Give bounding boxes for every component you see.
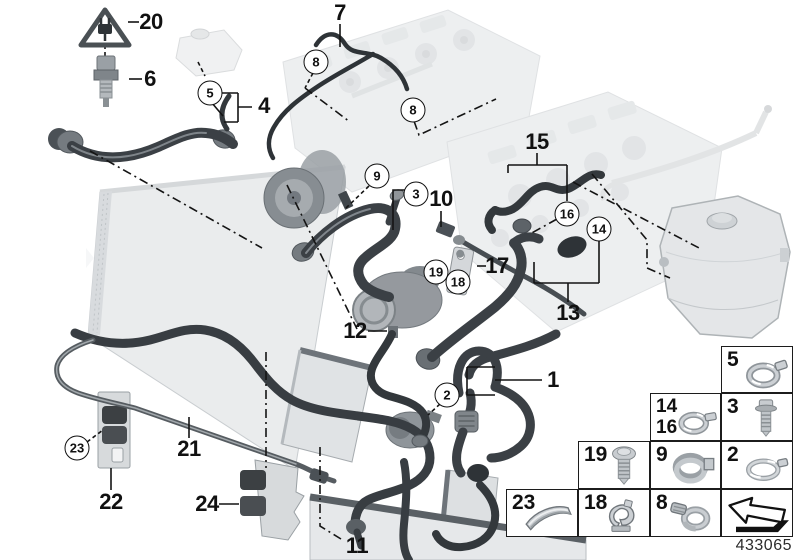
leader-lines <box>86 21 702 540</box>
legend-cell-19: 19 <box>578 441 650 489</box>
temperature-sensor <box>93 55 119 107</box>
legend-label-9[interactable]: 9 <box>656 443 668 466</box>
callout-21[interactable]: 21 <box>177 436 201 461</box>
circled-callout-14[interactable]: 14 <box>586 216 612 242</box>
drawing-number: 433065 <box>735 537 792 554</box>
view-arrow-icon <box>728 496 789 533</box>
screw-icon <box>612 446 636 485</box>
bracket-22 <box>97 391 131 469</box>
bolt-icon <box>755 399 777 437</box>
spring-clamp-icon <box>678 411 717 435</box>
legend-label-19[interactable]: 19 <box>584 443 608 466</box>
legend-cell-arrow[interactable] <box>721 489 793 537</box>
circled-callout-9[interactable]: 9 <box>364 163 390 189</box>
legend-cell-18: 18 <box>578 489 650 537</box>
legend-label-2[interactable]: 2 <box>727 443 739 466</box>
warning-and-sensor <box>78 7 132 107</box>
callout-22[interactable]: 22 <box>99 489 123 514</box>
legend-cell-8: 8 <box>650 489 721 537</box>
pipe-clip-icon <box>608 499 635 532</box>
callout-1[interactable]: 1 <box>547 367 559 392</box>
circled-callout-8a[interactable]: 8 <box>303 49 329 75</box>
circled-callout-5[interactable]: 5 <box>197 80 223 106</box>
worm-clamp-icon <box>670 502 711 532</box>
legend-cell-23: 23 <box>506 489 578 537</box>
callout-12[interactable]: 12 <box>343 318 367 343</box>
engine-background <box>175 9 772 333</box>
callout-7[interactable]: 7 <box>334 0 346 25</box>
legend-label-14[interactable]: 14 <box>656 396 678 417</box>
circled-callout-3[interactable]: 3 <box>403 181 429 207</box>
callout-6[interactable]: 6 <box>144 66 156 91</box>
circled-callout-2[interactable]: 2 <box>434 382 460 408</box>
circled-callout-23[interactable]: 23 <box>64 435 90 461</box>
callout-4[interactable]: 4 <box>258 93 270 118</box>
circled-callout-18[interactable]: 18 <box>445 269 471 295</box>
legend-label-5[interactable]: 5 <box>727 348 739 371</box>
components <box>97 150 475 541</box>
bracket-24 <box>240 459 305 541</box>
callout-13[interactable]: 13 <box>556 300 580 325</box>
callout-17[interactable]: 17 <box>485 253 509 278</box>
legend-cell-5: 5 <box>721 346 793 393</box>
expansion-tank <box>659 195 791 339</box>
legend-cell-14-16: 14 16 <box>650 393 721 441</box>
callout-11[interactable]: 11 <box>345 533 369 558</box>
circled-callout-16[interactable]: 16 <box>554 201 580 227</box>
legend-cell-2: 2 <box>721 441 793 489</box>
legend-label-3[interactable]: 3 <box>727 395 739 418</box>
legend-cell-3: 3 <box>721 393 793 441</box>
legend-label-16[interactable]: 16 <box>656 417 678 438</box>
legend-label-18[interactable]: 18 <box>584 491 608 514</box>
spring-clamp-icon <box>746 458 789 481</box>
curved-bracket-icon <box>525 506 572 531</box>
spring-clamp-icon <box>746 359 788 389</box>
circled-callout-8b[interactable]: 8 <box>400 97 426 123</box>
legend-cell-9: 9 <box>650 441 721 489</box>
band-clamp-icon <box>672 452 715 484</box>
callout-20[interactable]: 20 <box>139 9 163 34</box>
callout-24[interactable]: 24 <box>195 491 219 516</box>
legend-label-8[interactable]: 8 <box>656 491 668 514</box>
callout-15[interactable]: 15 <box>525 129 549 154</box>
legend-label-23[interactable]: 23 <box>512 491 536 514</box>
callout-10[interactable]: 10 <box>429 186 453 211</box>
circled-callout-19[interactable]: 19 <box>423 259 449 285</box>
